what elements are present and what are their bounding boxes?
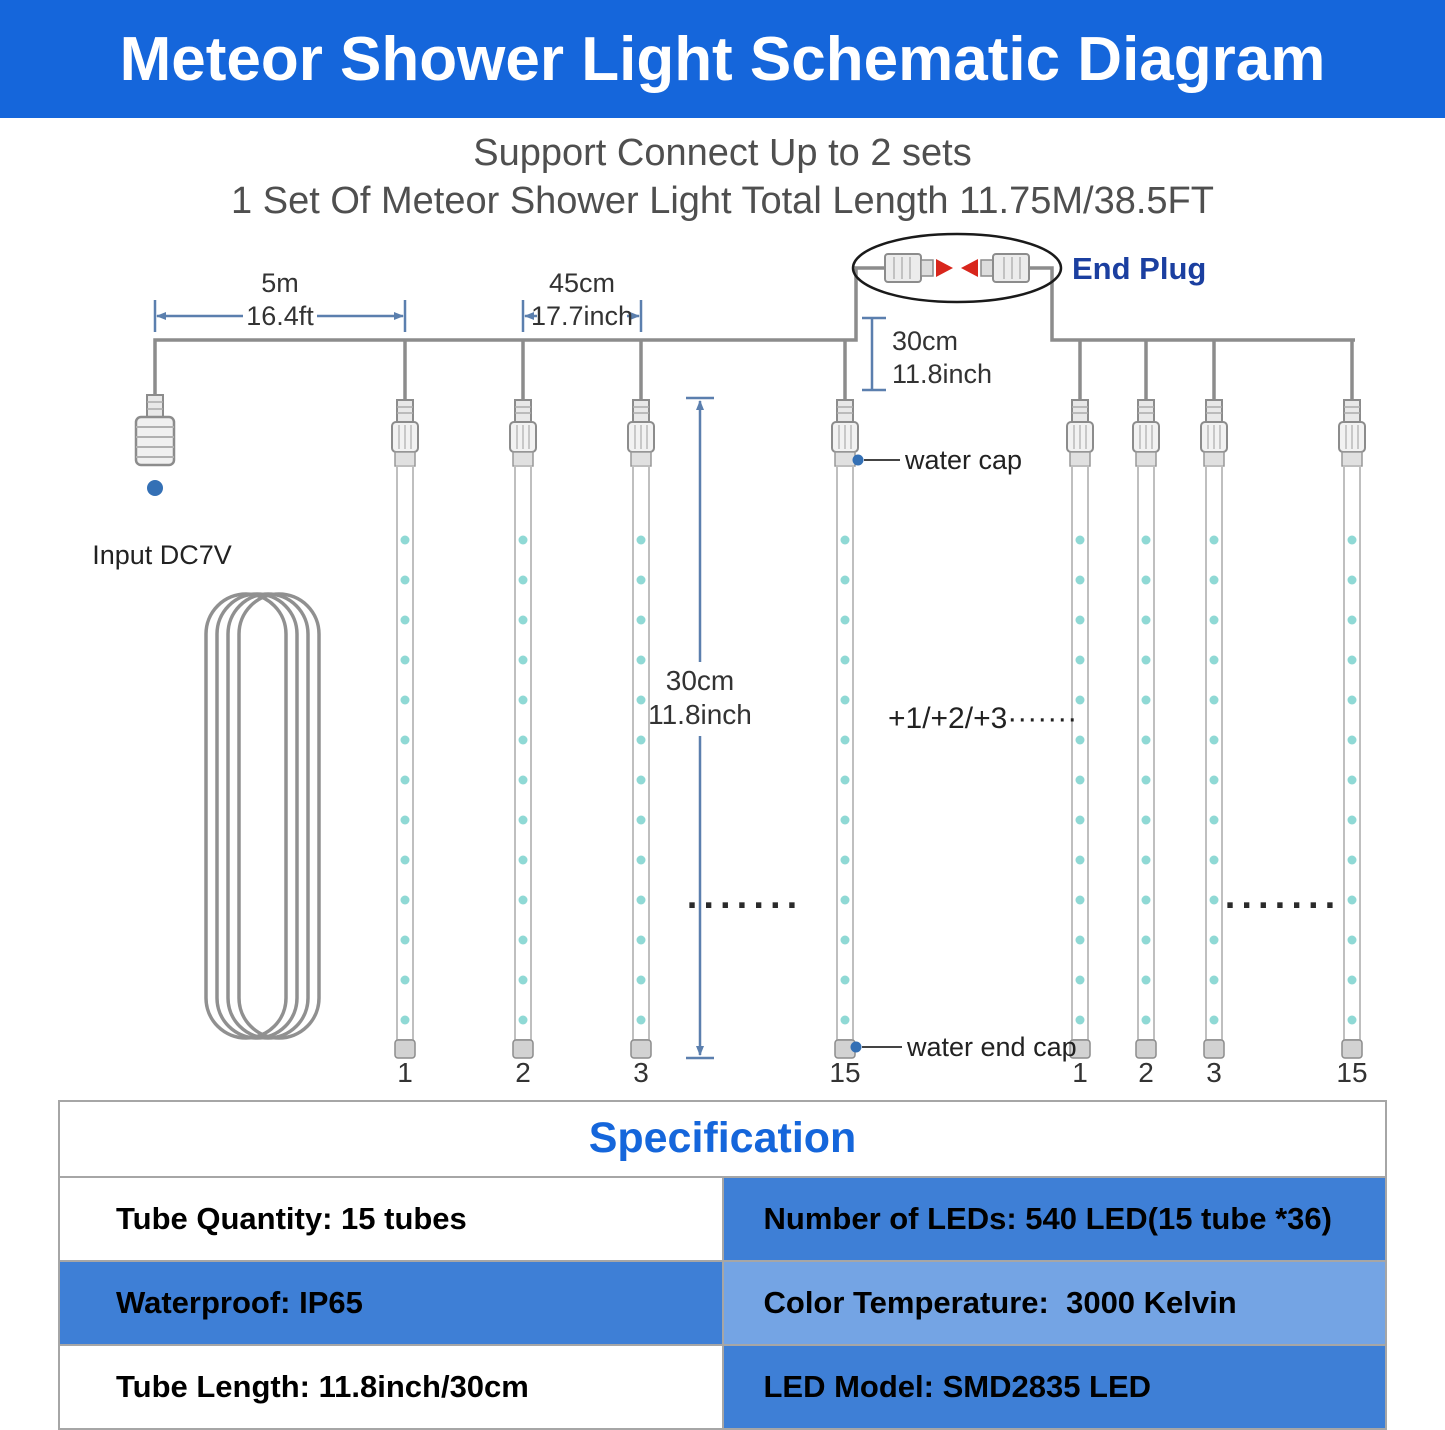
tube-number: 3 [633, 1057, 649, 1088]
spec-cell-tube-quantity: Tube Quantity: 15 tubes [58, 1175, 724, 1262]
spec-cell-tube-length: Tube Length: 11.8inch/30cm [58, 1343, 724, 1430]
tube-number: 1 [397, 1057, 413, 1088]
water-end-cap-label: water end cap [906, 1032, 1077, 1062]
ellipsis-dots-set1: ······· [687, 885, 804, 927]
water-cap-callout [852, 454, 900, 466]
tube-number: 15 [829, 1057, 860, 1088]
input-label: Input DC7V [92, 540, 232, 570]
spec-table-header: Specification [58, 1099, 1387, 1178]
dimension-tube-length [686, 396, 714, 1059]
spec-cell-led-count: Number of LEDs: 540 LED(15 tube *36) [721, 1175, 1387, 1262]
dim-5m-secondary: 16.4ft [246, 301, 314, 331]
end-plug [851, 232, 1063, 303]
dim-drop-secondary: 11.8inch [892, 359, 992, 389]
specification-table: Specification Tube Quantity: 15 tubes Nu… [58, 1099, 1387, 1430]
end-plug-highlight-ellipse [851, 232, 1063, 303]
led-tube-2 [508, 338, 538, 1060]
spec-row-1: Tube Quantity: 15 tubes Number of LEDs: … [58, 1175, 1387, 1262]
dimension-45cm [521, 299, 643, 332]
main-wire-set1 [153, 266, 885, 395]
subtitle-block: Support Connect Up to 2 sets 1 Set Of Me… [0, 118, 1445, 226]
series-continuation-label: +1/+2/+3······· [888, 702, 1077, 735]
tube-number: 2 [515, 1057, 531, 1088]
dimension-5m [153, 299, 407, 332]
dim-45cm-primary: 45cm [549, 268, 615, 298]
led-tube-15 [830, 338, 860, 1060]
power-input-connector: Input DC7V [92, 393, 232, 570]
spec-cell-led-model: LED Model: SMD2835 LED [721, 1343, 1387, 1430]
spec-cell-color-temperature: Color Temperature: 3000 Kelvin [721, 1259, 1387, 1346]
dim-tube-length-primary: 30cm [666, 665, 734, 696]
title-banner: Meteor Shower Light Schematic Diagram [0, 0, 1445, 118]
dim-45cm-secondary: 17.7inch [531, 301, 633, 331]
subtitle-line-2: 1 Set Of Meteor Shower Light Total Lengt… [231, 179, 1214, 222]
dim-tube-length-secondary: 11.8inch [648, 699, 752, 730]
input-marker-dot [147, 479, 163, 496]
main-wire-set2 [1029, 266, 1355, 342]
led-tube-set2-3 [1199, 338, 1229, 1060]
tube-number: 15 [1336, 1057, 1367, 1088]
tube-number: 1 [1072, 1057, 1088, 1088]
subtitle-line-1: Support Connect Up to 2 sets [473, 132, 972, 174]
spec-row-3: Tube Length: 11.8inch/30cm LED Model: SM… [58, 1343, 1387, 1430]
page-title: Meteor Shower Light Schematic Diagram [119, 24, 1326, 94]
led-tube-set2-15 [1337, 338, 1367, 1060]
led-tube-set2-2 [1131, 338, 1161, 1060]
led-tube-set2-1 [1065, 338, 1095, 1060]
led-tube-1 [390, 338, 420, 1060]
spec-row-2: Waterproof: IP65 Color Temperature: 3000… [58, 1259, 1387, 1346]
water-end-cap-callout [850, 1041, 902, 1053]
dim-drop-primary: 30cm [892, 326, 958, 356]
water-cap-label: water cap [904, 445, 1022, 475]
spec-cell-waterproof: Waterproof: IP65 [58, 1259, 724, 1346]
tube-number: 2 [1138, 1057, 1154, 1088]
dim-5m-primary: 5m [261, 268, 299, 298]
ellipsis-dots-set2: ······· [1225, 885, 1342, 927]
plug-arrow-left-icon [961, 258, 978, 277]
end-plug-label: End Plug [1072, 251, 1206, 286]
coiled-wire [204, 592, 321, 1040]
schematic-diagram: Input DC7V 1 2 3 15 1 2 3 15 ······· ···… [92, 232, 1368, 1088]
tube-number: 3 [1206, 1057, 1222, 1088]
plug-arrow-right-icon [936, 258, 953, 277]
dimension-drop-30cm [862, 316, 886, 391]
